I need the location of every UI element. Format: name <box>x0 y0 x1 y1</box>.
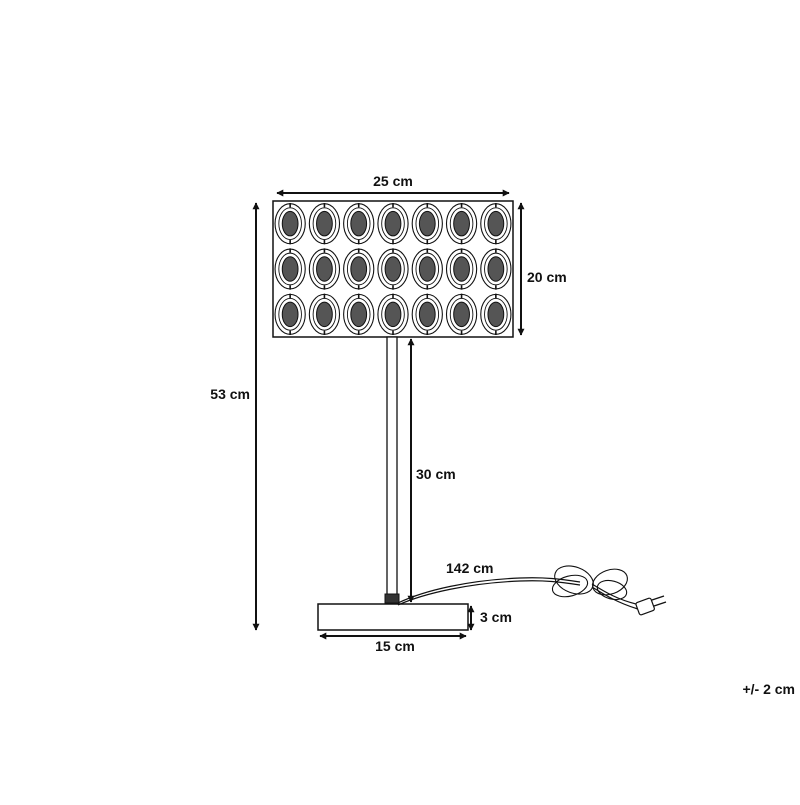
shade-oval <box>343 248 375 290</box>
shade-oval <box>274 203 306 245</box>
shade-oval <box>377 203 409 245</box>
shade-oval <box>308 293 341 335</box>
shade-oval <box>445 293 478 335</box>
label-stem-height: 30 cm <box>416 466 456 482</box>
lamp-stem <box>384 336 400 604</box>
shade-oval <box>308 203 341 245</box>
shade-oval <box>445 248 478 290</box>
shade-oval <box>411 293 443 335</box>
lamp-base <box>317 603 469 631</box>
shade-oval <box>377 293 409 335</box>
shade-oval <box>480 293 512 335</box>
shade-oval <box>445 203 478 245</box>
plug <box>635 595 667 616</box>
power-cable <box>397 565 641 610</box>
label-base-width: 15 cm <box>375 638 415 654</box>
shade-oval <box>308 248 341 290</box>
shade-oval <box>274 293 306 335</box>
shade-pattern <box>274 203 512 335</box>
label-tolerance: +/- 2 cm <box>742 681 795 697</box>
label-shade-width: 25 cm <box>373 173 413 189</box>
shade-oval <box>343 293 375 335</box>
lamp-shade <box>272 200 514 338</box>
shade-oval <box>411 203 443 245</box>
shade-oval <box>480 203 512 245</box>
shade-oval <box>343 203 375 245</box>
shade-oval <box>377 248 409 290</box>
label-base-height: 3 cm <box>480 609 512 625</box>
shade-oval <box>274 248 306 290</box>
label-total-height: 53 cm <box>210 386 250 402</box>
label-cable-length: 142 cm <box>446 560 493 576</box>
shade-oval <box>480 248 512 290</box>
label-shade-height: 20 cm <box>527 269 567 285</box>
dimension-arrows <box>252 189 525 640</box>
shade-oval <box>411 248 443 290</box>
